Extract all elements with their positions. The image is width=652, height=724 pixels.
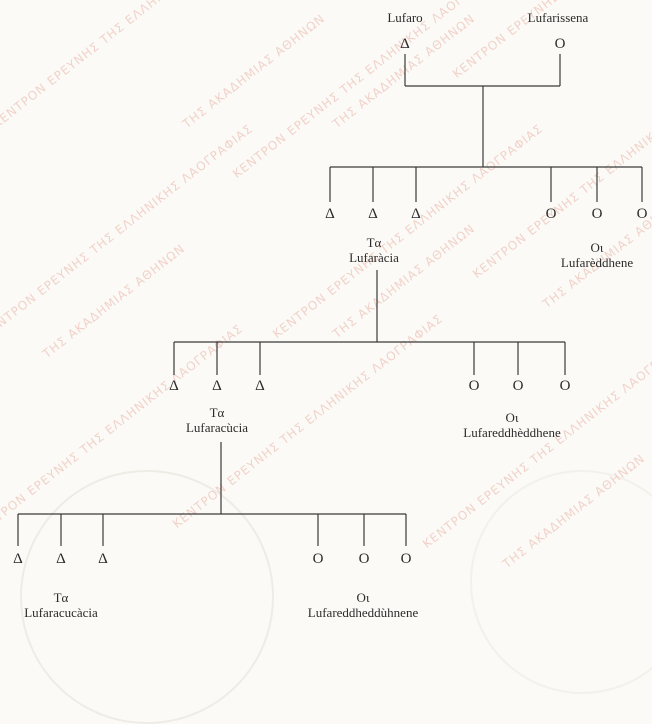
gen1-male-2-symbol: Δ	[368, 206, 378, 222]
gen1-female-2-symbol: O	[592, 206, 603, 222]
founder-female-symbol: O	[555, 36, 566, 52]
founder-male-symbol: Δ	[400, 36, 410, 52]
gen2-male-label: Tα Lufaracùcia	[186, 405, 248, 435]
gen1-female-name: Lufarèddhene	[560, 255, 634, 270]
gen2-female-1-symbol: O	[469, 378, 480, 394]
gen1-male-label: Tα Lufaràcia	[349, 235, 399, 265]
gen3-female-2-symbol: O	[359, 551, 370, 567]
gen2-male-3-symbol: Δ	[255, 378, 265, 394]
founder-female-name: Lufarissena	[527, 10, 589, 25]
gen1-female-3-symbol: O	[637, 206, 648, 222]
gen1-male-1-symbol: Δ	[325, 206, 335, 222]
gen1-male-name: Lufaràcia	[349, 250, 399, 265]
gen3-male-2-symbol: Δ	[56, 551, 66, 567]
gen2-female-label: Oι Lufareddhèddhene	[463, 410, 560, 440]
gen3-male-name: Lufaracucàcia	[24, 605, 98, 620]
gen2-male-2-symbol: Δ	[212, 378, 222, 394]
gen3-male-3-symbol: Δ	[98, 551, 108, 567]
founder-male-name: Lufaro	[387, 10, 423, 25]
kinship-diagram: Δ O Δ Δ Δ O O O Δ Δ Δ O O O Δ Δ Δ O O O	[13, 36, 648, 567]
gen2-female-article: Oι	[505, 410, 519, 425]
gen3-female-1-symbol: O	[313, 551, 324, 567]
gen2-male-name: Lufaracùcia	[185, 420, 249, 435]
gen1-female-1-symbol: O	[546, 206, 557, 222]
gen2-female-2-symbol: O	[513, 378, 524, 394]
gen2-female-name: Lufareddhèddhene	[463, 425, 561, 440]
gen2-male-article: Tα	[209, 405, 225, 420]
gen2-female-3-symbol: O	[560, 378, 571, 394]
gen3-female-label: Oι Lufareddheddùhnene	[308, 590, 418, 620]
gen3-female-3-symbol: O	[401, 551, 412, 567]
gen1-male-article: Tα	[366, 235, 382, 250]
gen3-male-article: Tα	[53, 590, 69, 605]
gen1-male-3-symbol: Δ	[411, 206, 421, 222]
gen1-female-article: Oι	[590, 240, 604, 255]
gen1-female-label: Oι Lufarèddhene	[561, 240, 633, 270]
gen3-female-name: Lufareddheddùhnene	[307, 605, 419, 620]
gen3-male-1-symbol: Δ	[13, 551, 23, 567]
gen3-male-label: Tα Lufaracucàcia	[24, 590, 98, 620]
gen2-male-1-symbol: Δ	[169, 378, 179, 394]
gen3-female-article: Oι	[356, 590, 370, 605]
